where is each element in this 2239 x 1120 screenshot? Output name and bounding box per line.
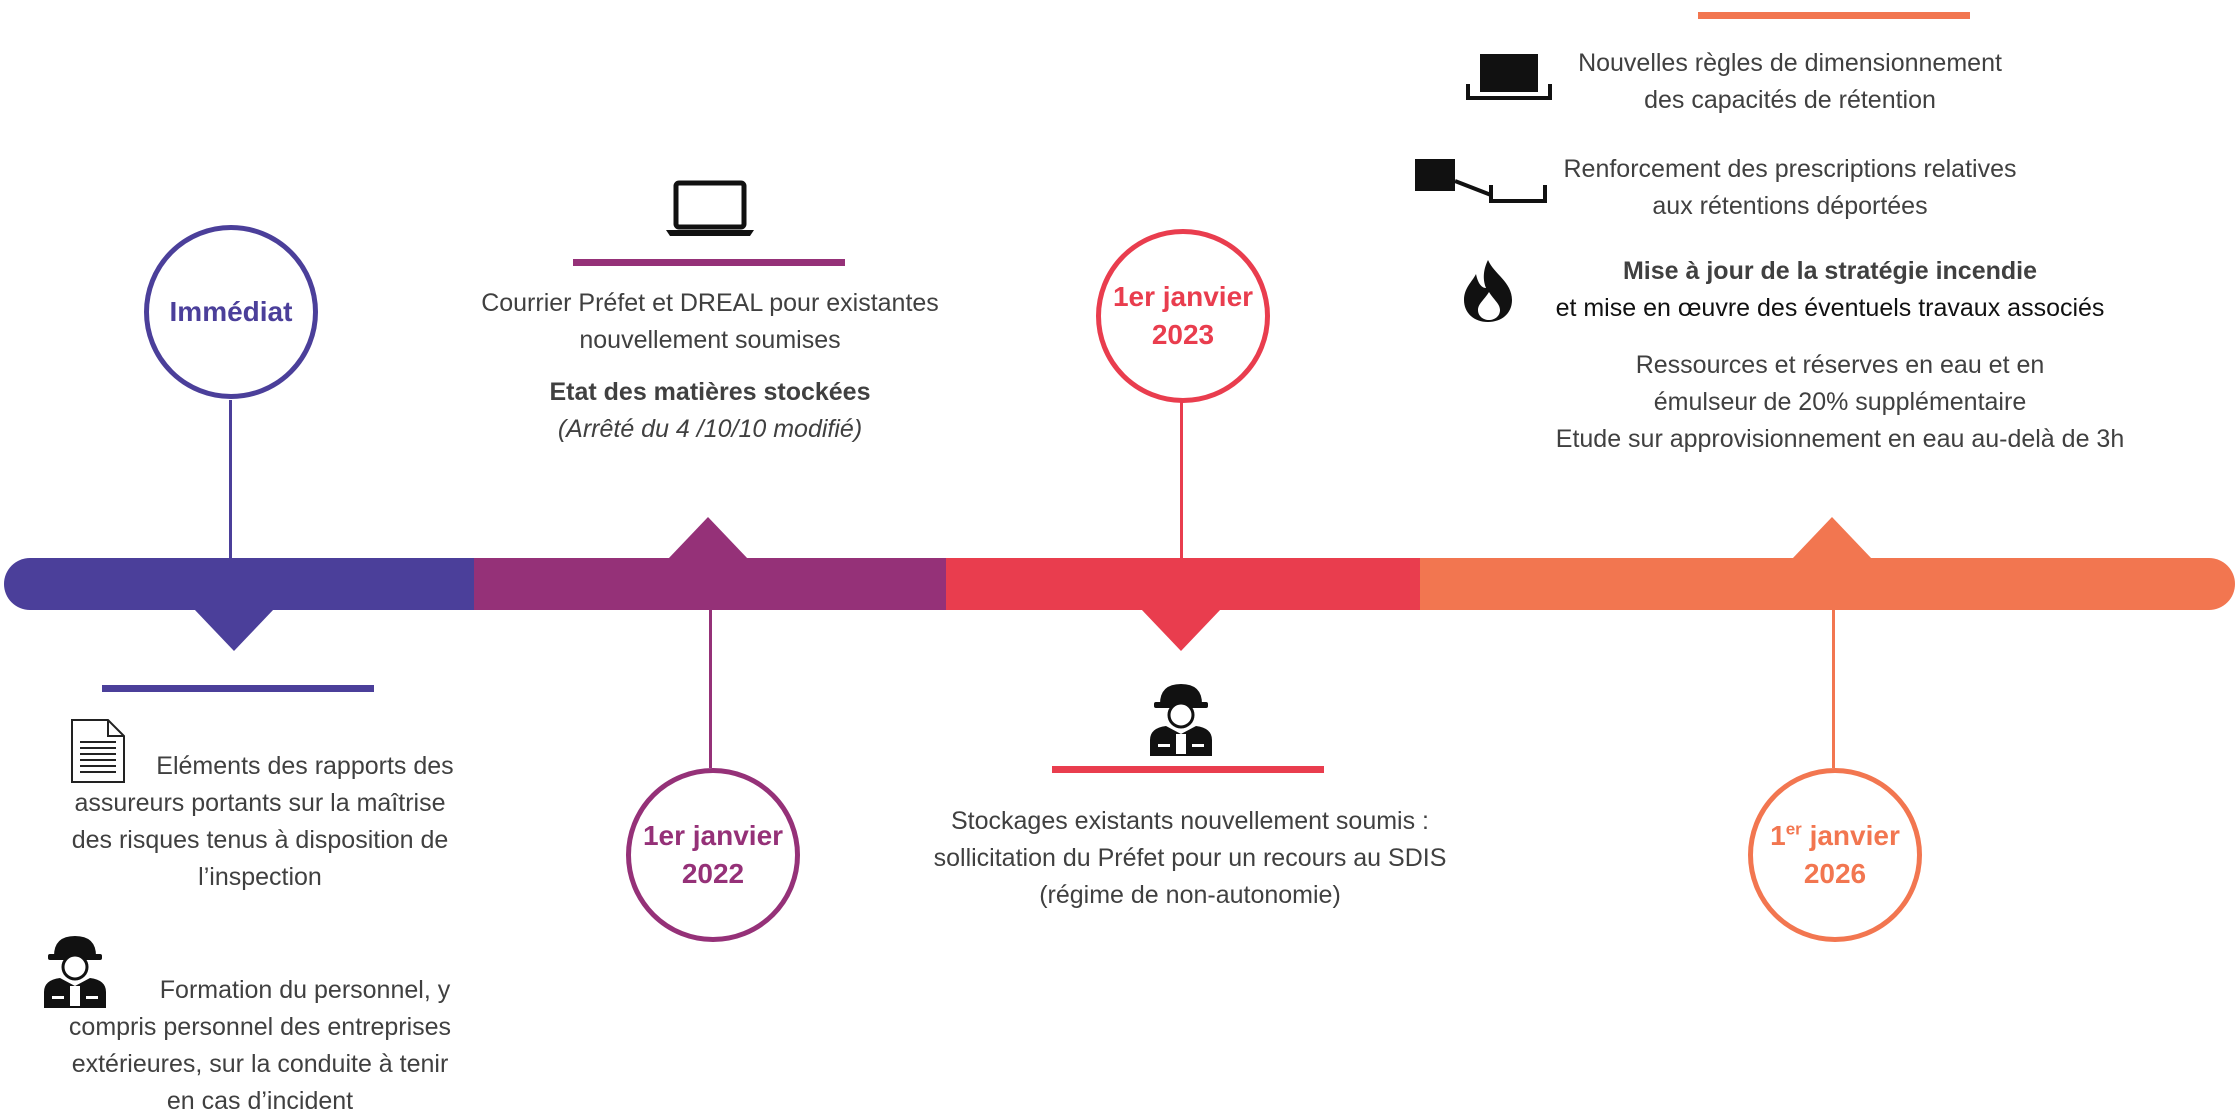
- y2026-item-retention: Renforcement des prescriptions relatives…: [1563, 155, 2017, 220]
- connector-immediate: [229, 400, 232, 558]
- connector-2022: [709, 610, 712, 768]
- firefighter-icon: [40, 932, 110, 1008]
- document-icon: [68, 718, 126, 784]
- pointer-down-2023: [1141, 609, 1221, 651]
- timeline-segment-2026: [1420, 558, 2235, 610]
- milestone-year: 2023: [1151, 319, 1215, 350]
- connector-2023: [1180, 400, 1183, 558]
- y2022-line1: Courrier Préfet et DREAL pour existantes: [481, 289, 939, 317]
- pointer-down-immediate: [194, 609, 274, 651]
- connector-2026: [1832, 610, 1835, 768]
- timeline-segment-immediate: [4, 558, 474, 610]
- firefighter-icon: [1146, 680, 1216, 756]
- y2023-text: Stockages existants nouvellement soumis …: [933, 807, 1447, 909]
- section-rule-2026: [1698, 12, 1970, 19]
- timeline-segment-2023: [946, 558, 1420, 610]
- milestone-2023: 1er janvier 2023: [1096, 229, 1270, 403]
- milestone-label: 1er janvier: [1770, 819, 1900, 851]
- milestone-2026: 1er janvier 2026: [1748, 768, 1922, 942]
- milestone-label: 1er janvier: [642, 820, 784, 851]
- section-rule-immediate: [102, 685, 374, 692]
- section-rule-2022: [573, 259, 845, 266]
- y2022-text: Courrier Préfet et DREAL pour existantes…: [440, 285, 980, 448]
- y2026-item-dimensioning: Nouvelles règles de dimensionnement des …: [1578, 49, 2002, 114]
- y2026-item-water-resources: Ressources et réserves en eau et en émul…: [1555, 351, 2125, 453]
- milestone-immediate: Immédiat: [144, 225, 318, 399]
- milestone-year: 2022: [681, 858, 745, 889]
- immediate-item-training: Formation du personnel, y compris person…: [68, 976, 452, 1115]
- retention-icon: [1413, 155, 1547, 205]
- tank-icon: [1466, 50, 1552, 102]
- y2022-line2: nouvellement soumises: [579, 326, 841, 354]
- milestone-year: 2026: [1803, 858, 1867, 889]
- milestone-2022: 1er janvier 2022: [626, 768, 800, 942]
- y2022-bold: Etat des matières stockées: [549, 378, 871, 406]
- timeline-segment-2022: [474, 558, 946, 610]
- milestone-label: Immédiat: [169, 296, 293, 327]
- laptop-icon: [664, 180, 756, 238]
- y2022-italic: (Arrêté du 4 /10/10 modifié): [557, 415, 863, 443]
- pointer-up-2026: [1792, 517, 1872, 559]
- immediate-item-reports: Eléments des rapports des assureurs port…: [71, 752, 454, 891]
- section-rule-2023: [1052, 766, 1324, 773]
- y2026-item-fire-strategy: Mise à jour de la stratégie incendie et …: [1555, 257, 2105, 322]
- milestone-label: 1er janvier: [1112, 281, 1254, 312]
- flame-icon: [1458, 258, 1518, 324]
- pointer-up-2022: [668, 517, 748, 559]
